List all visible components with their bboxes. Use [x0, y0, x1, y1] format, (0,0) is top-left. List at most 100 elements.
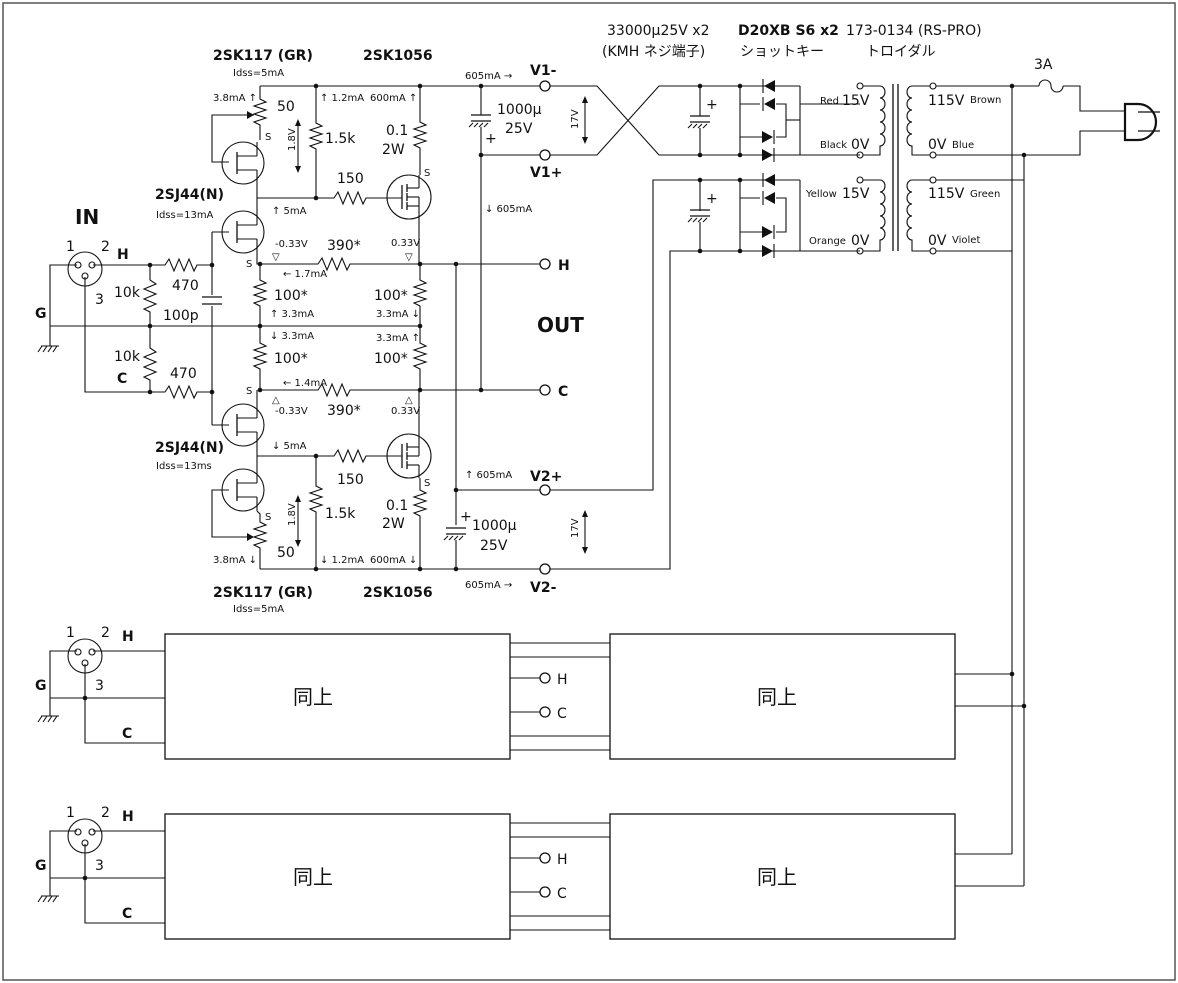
- power-supply: 33000μ25V x2 (KMH ネジ端子) D20XB S6 x2 ショット…: [550, 23, 1160, 886]
- input-title: IN: [75, 205, 99, 229]
- schematic-label: 0V: [928, 233, 947, 249]
- schematic-label: ← 1.7mA: [283, 269, 327, 280]
- schematic-label: -0.33V: [275, 406, 308, 417]
- schematic-label: 25V: [505, 121, 533, 137]
- schematic-label: Brown: [970, 95, 1001, 106]
- schematic-label: 1: [66, 805, 75, 821]
- schematic-label: 1: [66, 239, 75, 255]
- schematic-label: C: [122, 906, 132, 922]
- schematic-label: Violet: [952, 235, 980, 246]
- schematic-label: 115V: [928, 186, 965, 202]
- schematic-label: 2SK117 (GR): [213, 585, 313, 601]
- schematic-label: Red: [820, 96, 839, 107]
- input-h-label: H: [117, 247, 129, 263]
- schematic-label: 33000μ25V x2: [607, 23, 709, 39]
- schematic-label: 150: [337, 472, 364, 488]
- psu-block-ch2: [609, 633, 956, 760]
- amp-block-ch2: [164, 633, 511, 760]
- schematic-label: (KMH ネジ端子): [602, 44, 705, 60]
- schematic-label: H: [122, 809, 134, 825]
- power-plug-icon: [1123, 102, 1158, 142]
- schematic-label: 0V: [851, 233, 870, 249]
- schematic-label: 100*: [274, 351, 308, 367]
- schematic-label: S: [265, 132, 271, 143]
- schematic-label: 2SJ44(N): [155, 440, 224, 456]
- schematic-label: Idss=13ms: [156, 461, 212, 472]
- schematic-label: ← 1.4mA: [283, 378, 327, 389]
- schematic-label: C: [557, 706, 567, 722]
- schematic-label: 25V: [480, 538, 508, 554]
- schematic-label: 2SK1056: [363, 585, 433, 601]
- schematic-label: 1.8V: [287, 128, 298, 151]
- schematic-label: +: [460, 509, 472, 525]
- schematic-label: C: [122, 726, 132, 742]
- schematic-label: V1-: [530, 63, 557, 79]
- schematic-label: 3.8mA ↓: [213, 555, 257, 566]
- schematic-label: 3: [95, 858, 104, 874]
- schematic-label: 600mA ↓: [370, 555, 417, 566]
- schematic-label: 15V: [842, 93, 870, 109]
- schematic-label: V2+: [530, 469, 562, 485]
- output-title: OUT: [537, 313, 584, 337]
- schematic-label: 173-0134 (RS-PRO): [846, 23, 982, 39]
- output-rails: 605mA → V1- 1000μ 25V + V1+ ↓ 605mA 17V …: [420, 63, 588, 596]
- schematic-label: ▽: [272, 252, 280, 263]
- schematic-label: D20XB S6 x2: [738, 23, 839, 39]
- schematic-label: H: [557, 852, 568, 868]
- schematic-label: 2SJ44(N): [155, 187, 224, 203]
- channel-2: 1 2 H G 3 C 同上 H C 同上: [35, 625, 1024, 760]
- output-h-label: H: [558, 258, 570, 274]
- schematic-label: 50: [277, 99, 295, 115]
- input-section: IN 1 2 3 H G C 10k 10k 470 470 100p: [35, 205, 420, 425]
- input-g-label: G: [35, 306, 47, 322]
- schematic-label: 2: [101, 239, 110, 255]
- schematic-label: C: [557, 886, 567, 902]
- schematic-label: 同上: [757, 685, 797, 709]
- schematic-label: 2W: [382, 142, 405, 158]
- schematic-label: ショットキー: [740, 44, 824, 60]
- schematic-label: V1+: [530, 165, 562, 181]
- channel-3: 1 2 H G 3 C 同上 H C 同上: [35, 805, 1024, 940]
- schematic-label: 0.1: [386, 498, 408, 514]
- amp-top: 2SK117 (GR) Idss=5mA 2SK1056 3.8mA ↑ ↑ 1…: [155, 48, 433, 329]
- schematic-label: △: [405, 395, 413, 406]
- schematic-label: 600mA ↑: [370, 93, 417, 104]
- schematic-label: 17V: [570, 109, 581, 129]
- schematic-label: 100p: [163, 308, 199, 324]
- schematic-label: 390*: [327, 238, 361, 254]
- schematic-label: -0.33V: [275, 239, 308, 250]
- schematic-label: 3: [95, 678, 104, 694]
- schematic-label: 15V: [842, 186, 870, 202]
- schematic-label: 10k: [114, 285, 141, 301]
- amp-block-ch3: [164, 813, 511, 940]
- schematic-label: ▽: [405, 252, 413, 263]
- schematic-label: 0V: [851, 137, 870, 153]
- schematic-label: S: [424, 168, 430, 179]
- schematic-label: +: [706, 191, 718, 207]
- schematic-label: 2: [101, 805, 110, 821]
- schematic-label: 3: [95, 292, 104, 308]
- schematic-label: G: [35, 678, 47, 694]
- schematic-label: 1000μ: [472, 518, 517, 534]
- schematic-label: 2W: [382, 516, 405, 532]
- schematic-label: ↓ 5mA: [272, 441, 307, 452]
- schematic-label: 2SK1056: [363, 48, 433, 64]
- schematic-label: Idss=5mA: [233, 604, 284, 615]
- schematic-label: G: [35, 858, 47, 874]
- schematic-label: 1.5k: [325, 506, 356, 522]
- amp-bottom: ↓ 3.3mA 3.3mA ↑ 100* 100* ← 1.4mA 390* △…: [155, 326, 433, 615]
- schematic-label: 605mA →: [465, 580, 512, 591]
- schematic-label: 1.5k: [325, 131, 356, 147]
- schematic-label: 150: [337, 171, 364, 187]
- psu-block-ch3: [609, 813, 956, 940]
- schematic-label: ↑ 5mA: [272, 206, 307, 217]
- schematic-label: ↑ 605mA: [465, 470, 512, 481]
- schematic-label: S: [265, 512, 271, 523]
- schematic-label: S: [246, 386, 252, 397]
- schematic-label: △: [272, 395, 280, 406]
- output-c-label: C: [558, 384, 568, 400]
- schematic-label: H: [122, 629, 134, 645]
- schematic-label: ↓ 605mA: [485, 204, 532, 215]
- schematic-label: 2SK117 (GR): [213, 48, 313, 64]
